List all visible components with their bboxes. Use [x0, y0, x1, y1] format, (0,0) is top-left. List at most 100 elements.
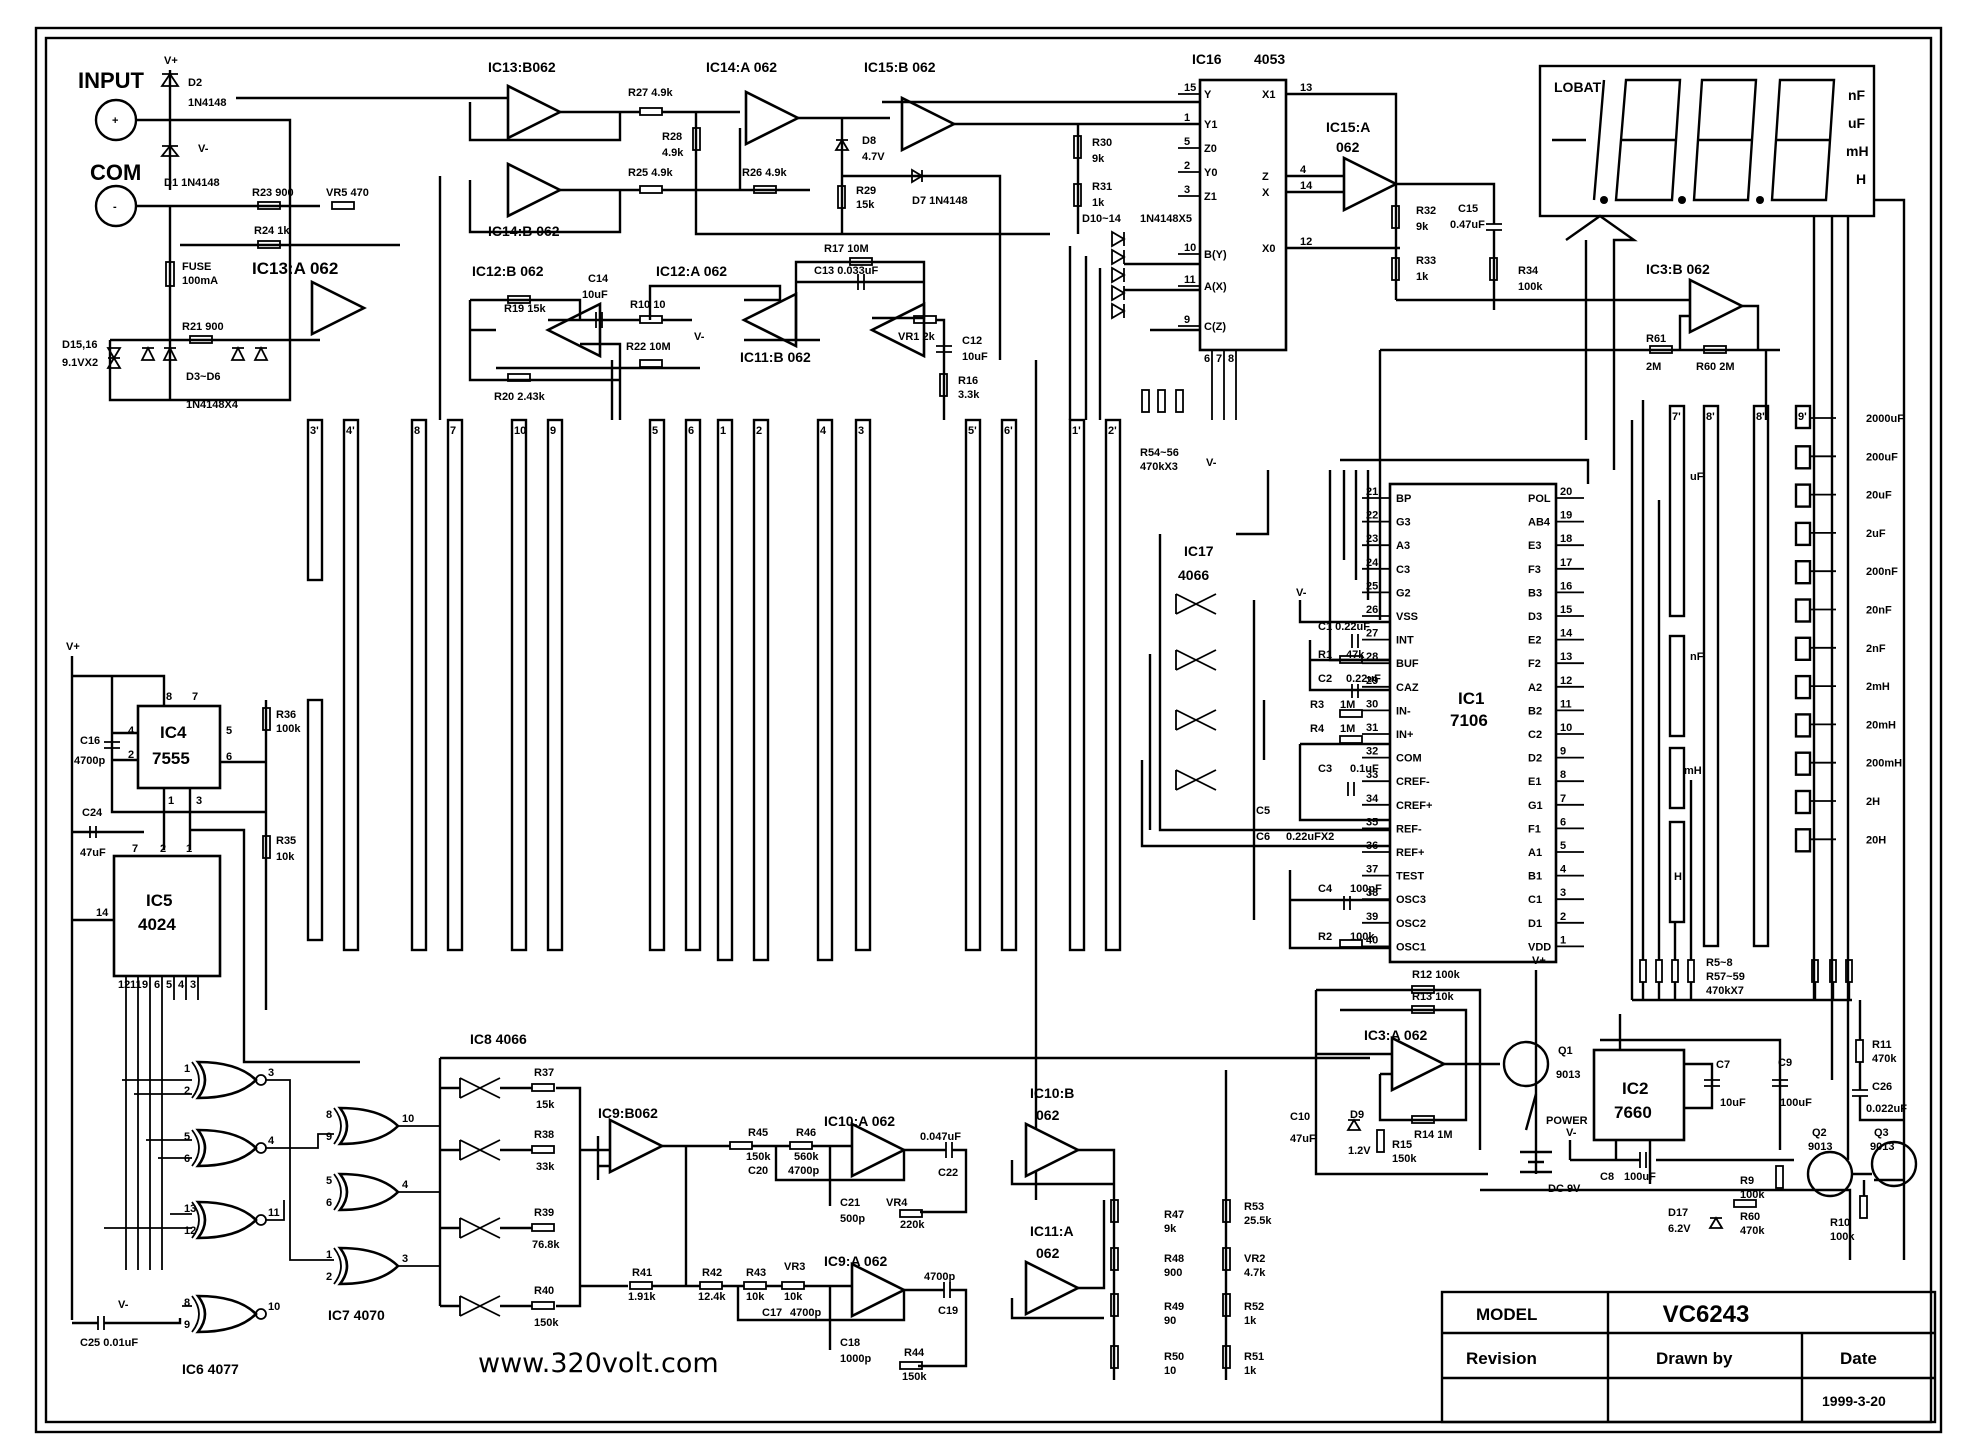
cap-c19-icon	[943, 1282, 951, 1298]
ic5-pin-number: 4	[178, 979, 185, 991]
ic1-pin-name: F1	[1528, 823, 1541, 835]
r37-value: 15k	[536, 1099, 555, 1111]
resistor-r54-icon	[1141, 389, 1150, 413]
ic1-pin-name: BP	[1396, 493, 1411, 505]
ic2-body	[1592, 1048, 1686, 1142]
divider-resistors	[1110, 1199, 1231, 1369]
r53-value: 25.5k	[1244, 1215, 1272, 1227]
svg-text:8: 8	[326, 1109, 332, 1121]
ic1-pin-number: 1	[1560, 934, 1566, 946]
resistor-r61-icon	[1649, 345, 1673, 354]
ic1-pin-number: 26	[1366, 604, 1378, 616]
r45-label: R45	[748, 1127, 768, 1139]
ic1-pin-name: E3	[1528, 540, 1541, 552]
r4-value: 1M	[1340, 723, 1355, 735]
ic4-pin2: 2	[128, 749, 134, 761]
r51-label: R51	[1244, 1351, 1264, 1363]
unit-mh: mH	[1846, 143, 1869, 159]
wafer-number: 5	[652, 425, 658, 437]
r5-label: R5~8	[1706, 957, 1733, 969]
r39-value: 76.8k	[532, 1239, 560, 1251]
date-label: Date	[1840, 1349, 1877, 1368]
ic4-pin6: 6	[226, 751, 232, 763]
c21-value: 500p	[840, 1213, 865, 1225]
opamp-ic11b	[870, 302, 926, 358]
vr3-label: VR3	[784, 1261, 805, 1273]
svg-text:1: 1	[326, 1249, 332, 1261]
cap-c15-icon	[1486, 223, 1502, 231]
vminus-label-4: V-	[1296, 587, 1307, 599]
r29-value: 15k	[856, 199, 875, 211]
unit-uf: uF	[1848, 115, 1866, 131]
resistor-r60-icon	[1733, 1199, 1757, 1208]
ic1-pin-name: E2	[1528, 635, 1541, 647]
r10-label: R10 10	[630, 299, 665, 311]
ic16-pin-name: Z1	[1204, 191, 1217, 203]
c4-value: 100pF	[1350, 883, 1382, 895]
title-block: MODEL VC6243 Revision Drawn by Date 1999…	[1440, 1290, 1937, 1424]
ic1-pin-number: 31	[1366, 722, 1378, 734]
ic1-pin-name: D1	[1528, 918, 1542, 930]
c18-label: C18	[840, 1337, 860, 1349]
ic17-label: IC17	[1184, 543, 1214, 559]
r22-label: R22 10M	[626, 341, 671, 353]
ic1-pin-number: 7	[1560, 793, 1566, 805]
ic16-pin-name: Y1	[1204, 119, 1217, 131]
ic1-pin-number: 39	[1366, 911, 1378, 923]
range-contact	[1794, 521, 1812, 547]
opamp-ic13b	[506, 84, 562, 140]
r28-value: 4.9k	[662, 147, 684, 159]
switch-wafer	[648, 418, 666, 952]
range-contact	[1794, 483, 1812, 508]
c10-label: C10	[1290, 1111, 1310, 1123]
r35-value: 10k	[276, 851, 295, 863]
c10-value: 47uF	[1290, 1133, 1316, 1145]
vr5-label: VR5 470	[326, 187, 369, 199]
ic5-pin-number: 3	[190, 979, 196, 991]
r15-value: 150k	[1392, 1153, 1417, 1165]
ic1-pin-number: 33	[1366, 769, 1378, 781]
ic1-pin-name: REF+	[1396, 847, 1424, 859]
opamp-ic10a	[850, 1122, 906, 1178]
c26-value: 0.022uF	[1866, 1103, 1907, 1115]
transistor-q1-icon	[1502, 1040, 1550, 1088]
ic5-pin-number: 6	[154, 979, 160, 991]
transistor-q3-icon	[1870, 1140, 1918, 1188]
switch-wafer	[684, 418, 702, 952]
ic1-pin-name: IN+	[1396, 729, 1413, 741]
switch-wafer	[546, 418, 564, 952]
c56-value: 0.22uFX2	[1286, 831, 1334, 843]
ic16-pin-number: 13	[1300, 82, 1312, 94]
vr1-label: VR1 2k	[898, 331, 936, 343]
r46-label: R46	[796, 1127, 816, 1139]
switch-wafer	[964, 418, 982, 952]
range-label: 2nF	[1866, 643, 1886, 655]
ic5-pin-number: 9	[142, 979, 148, 991]
svg-text:3: 3	[268, 1067, 274, 1079]
r26-label: R26 4.9k	[742, 167, 788, 179]
ic16-pin-name: Z	[1262, 171, 1269, 183]
switch-wafer	[446, 418, 464, 952]
r4-label: R4	[1310, 723, 1325, 735]
ic13a-label: IC13:A 062	[252, 259, 338, 278]
r31-value: 1k	[1092, 197, 1105, 209]
resistor-r30-icon	[1073, 135, 1082, 159]
ic1-pin-name: COM	[1396, 753, 1422, 765]
resistor-r35-icon	[262, 835, 271, 859]
wafer-number: 1'	[1072, 425, 1081, 437]
ic1-pin-number: 9	[1560, 746, 1566, 758]
ic4-pin7: 7	[192, 691, 198, 703]
ic5-pin-number: 7	[132, 843, 138, 855]
svg-text:5: 5	[326, 1175, 332, 1187]
r36-value: 100k	[276, 723, 301, 735]
ic4-pin3: 3	[196, 795, 202, 807]
r41-label: R41	[632, 1267, 652, 1279]
wafer-number: 2'	[1108, 425, 1117, 437]
fuse-label: FUSE	[182, 261, 211, 273]
wafer-label-mh: mH	[1684, 765, 1702, 777]
range-contact	[1794, 560, 1812, 585]
nor-gate-ic6b: 564	[184, 1128, 275, 1168]
model-value: VC6243	[1663, 1301, 1750, 1328]
d10-label: D10~14	[1082, 213, 1122, 225]
